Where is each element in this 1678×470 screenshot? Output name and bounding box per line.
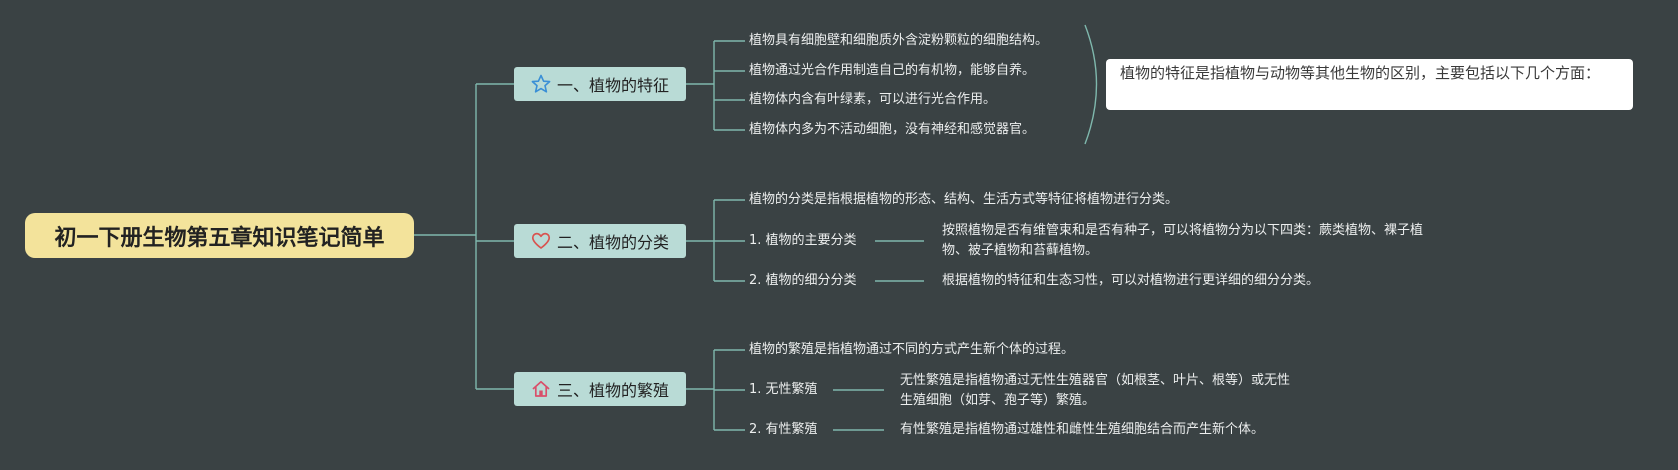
feature-item[interactable]: 植物具有细胞壁和细胞质外含淀粉颗粒的细胞结构。 xyxy=(749,33,1049,48)
sub-topic-detailed-classification[interactable]: 2. 植物的细分分类 xyxy=(749,273,857,288)
detailed-classification-detail[interactable]: 根据植物的特征和生态习性，可以对植物进行更详细的细分分类。 xyxy=(942,273,1320,288)
reproduction-intro[interactable]: 植物的繁殖是指植物通过不同的方式产生新个体的过程。 xyxy=(749,342,1075,357)
house-icon xyxy=(531,379,551,399)
sexual-reproduction-detail[interactable]: 有性繁殖是指植物通过雄性和雌性生殖细胞结合而产生新个体。 xyxy=(900,422,1265,437)
main-classification-detail[interactable]: 按照植物是否有维管束和是否有种子，可以将植物分为以下四类：蕨类植物、裸子植物、被… xyxy=(942,223,1424,258)
feature-item[interactable]: 植物体内多为不活动细胞，没有神经和感觉器官。 xyxy=(749,122,1036,137)
feature-item[interactable]: 植物体内含有叶绿素，可以进行光合作用。 xyxy=(749,92,997,107)
sub-topic-sexual-reproduction[interactable]: 2. 有性繁殖 xyxy=(749,422,818,437)
sub-topic-asexual-reproduction[interactable]: 1. 无性繁殖 xyxy=(749,382,818,397)
branch-label: 二、植物的分类 xyxy=(556,233,669,252)
root-topic[interactable]: 初一下册生物第五章知识笔记简单 xyxy=(25,213,414,258)
summary-note[interactable]: 植物的特征是指植物与动物等其他生物的区别，主要包括以下几个方面： xyxy=(1106,59,1633,110)
sub-topic-main-classification[interactable]: 1. 植物的主要分类 xyxy=(749,233,857,248)
branch-label: 一、植物的特征 xyxy=(556,76,669,95)
branch-plant-features[interactable]: 一、植物的特征 xyxy=(514,67,686,101)
star-icon xyxy=(531,74,551,94)
asexual-reproduction-detail[interactable]: 无性繁殖是指植物通过无性生殖器官（如根茎、叶片、根等）或无性生殖细胞（如芽、孢子… xyxy=(900,373,1291,408)
branch-label: 三、植物的繁殖 xyxy=(556,381,669,400)
heart-icon xyxy=(531,231,551,251)
branch-plant-classification[interactable]: 二、植物的分类 xyxy=(514,224,686,258)
classification-intro[interactable]: 植物的分类是指根据植物的形态、结构、生活方式等特征将植物进行分类。 xyxy=(749,192,1179,207)
branch-plant-reproduction[interactable]: 三、植物的繁殖 xyxy=(514,372,686,406)
feature-item[interactable]: 植物通过光合作用制造自己的有机物，能够自养。 xyxy=(749,63,1036,78)
